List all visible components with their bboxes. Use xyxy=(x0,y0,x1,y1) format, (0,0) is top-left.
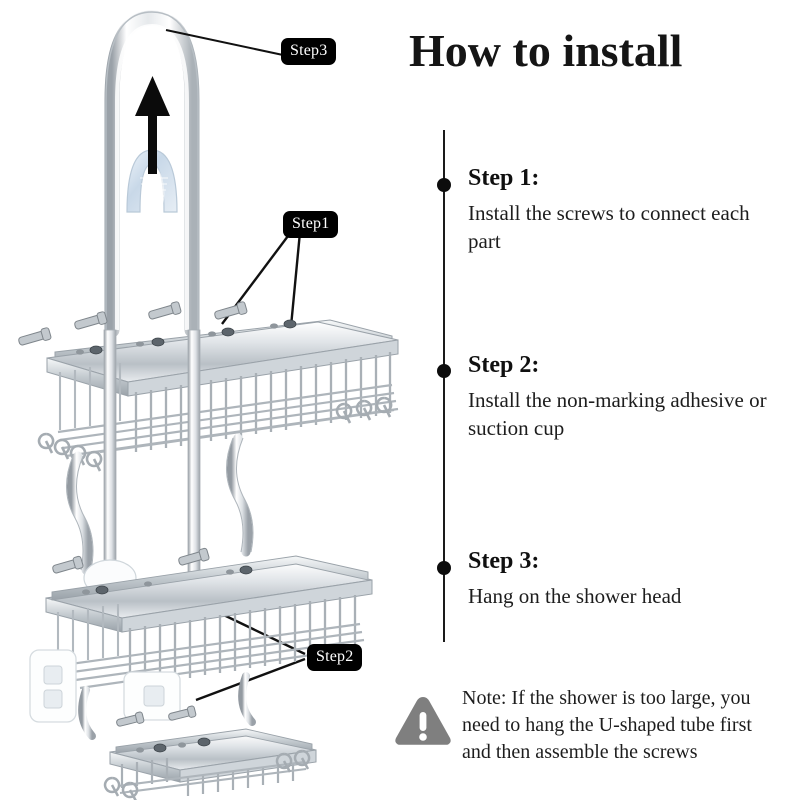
top-basket-part xyxy=(18,301,399,472)
support-legs xyxy=(66,433,253,575)
badge-step2[interactable]: Step2 xyxy=(307,644,363,671)
step-1-body: Install the screws to connect each part xyxy=(468,201,750,254)
timeline-dot-step1 xyxy=(437,178,451,192)
shower-head-part xyxy=(126,149,178,213)
step-block-3: Step 3: Hang on the shower head xyxy=(468,548,778,611)
timeline-dot-step3 xyxy=(437,561,451,575)
adhesive-pad-left xyxy=(29,649,77,723)
step-2-heading: Step 2: xyxy=(468,352,540,378)
floating-screws-top xyxy=(18,301,248,346)
badge-step1[interactable]: Step1 xyxy=(283,211,339,238)
step-1-heading: Step 1: xyxy=(468,165,540,191)
badge-step3[interactable]: Step3 xyxy=(281,38,337,65)
bottom-tray-part xyxy=(103,705,317,800)
step-3-body: Hang on the shower head xyxy=(468,584,682,609)
step-2-body: Install the non-marking adhesive or suct… xyxy=(468,388,767,441)
up-arrow-icon xyxy=(135,76,170,174)
page-title: How to install xyxy=(409,25,683,76)
timeline-line xyxy=(443,130,445,642)
timeline-dot-step2 xyxy=(437,364,451,378)
top-rail-screws xyxy=(76,319,297,355)
adhesive-pad-right xyxy=(123,671,181,721)
u-shaped-tube-part xyxy=(104,10,200,338)
step-3-heading: Step 3: xyxy=(468,548,540,574)
step-block-2: Step 2: Install the non-marking adhesive… xyxy=(468,352,778,443)
warning-triangle-icon xyxy=(393,694,453,749)
note-text: Note: If the shower is too large, you ne… xyxy=(462,687,752,763)
vertical-posts xyxy=(103,329,201,581)
step-block-1: Step 1: Install the screws to connect ea… xyxy=(468,165,778,256)
product-illustration xyxy=(18,10,399,800)
